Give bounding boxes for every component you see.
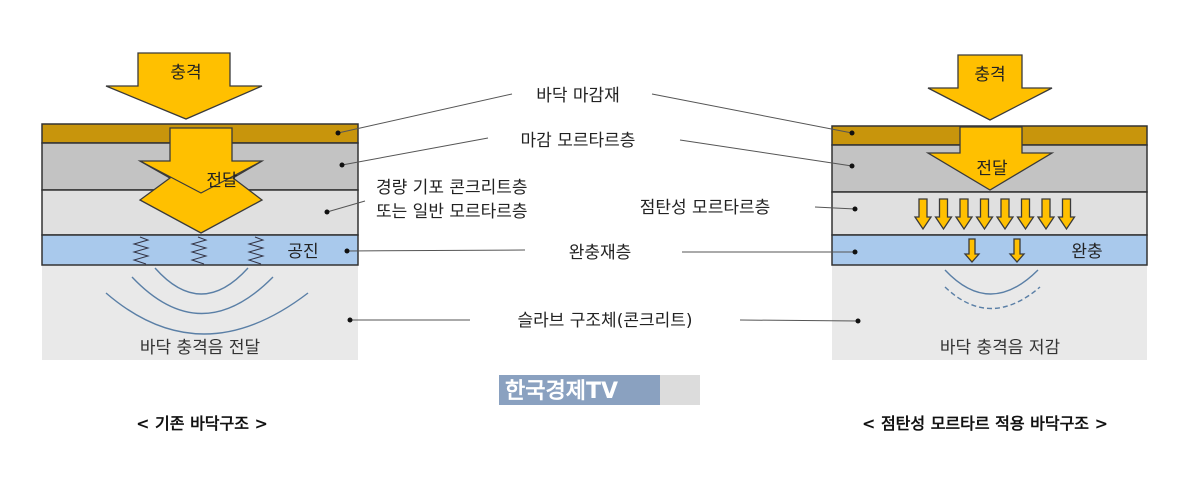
dispersion-arrow-icon	[913, 198, 933, 231]
leader-dot	[852, 206, 858, 212]
buffer-arrow-icon	[963, 238, 981, 263]
resonance-label: 공진	[287, 242, 318, 262]
right-structure: 완충 충격 전달 바닥 충격음 저감	[831, 54, 1148, 360]
label-finish-mortar: 마감 모르타르층	[521, 131, 636, 151]
label-light-concrete-1: 경량 기포 콘크리트층	[376, 178, 528, 198]
right-impact-label: 충격	[974, 65, 1005, 85]
dispersion-arrow-icon	[1057, 198, 1076, 231]
transfer-arrow	[137, 127, 265, 234]
left-transfer-label: 전달	[206, 171, 238, 191]
dispersion-arrow-icon	[934, 198, 953, 231]
label-buffer-layer: 완충재층	[569, 243, 632, 263]
label-floor-finish: 바닥 마감재	[536, 86, 620, 106]
svg-text:한국경제TV: 한국경제TV	[505, 379, 618, 404]
left-caption: 바닥 충격음 전달	[140, 338, 261, 358]
leader-dot	[339, 162, 345, 168]
spring-icons	[132, 236, 265, 265]
leader-dot	[849, 130, 855, 136]
transfer-arrow	[925, 126, 1055, 191]
impact-arrow	[927, 54, 1053, 121]
left-impact-label: 충격	[170, 63, 201, 83]
leader-dot	[335, 130, 341, 136]
dispersion-arrow-icon	[995, 198, 1015, 231]
buffer-label: 완충	[1071, 242, 1102, 262]
dispersion-arrow-icon	[954, 198, 974, 231]
right-caption: 바닥 충격음 저감	[940, 338, 1061, 358]
leader-dot	[324, 209, 330, 215]
left-slab	[42, 265, 358, 360]
dispersion-arrow-icon	[1016, 198, 1035, 231]
label-slab: 슬라브 구조체(콘크리트)	[517, 311, 692, 331]
dispersion-arrow-icon	[1036, 198, 1056, 231]
leader-dot	[849, 163, 855, 169]
right-slab	[832, 265, 1147, 360]
label-viscoelastic-mortar: 점탄성 모르타르층	[640, 198, 771, 218]
leader-dot	[855, 318, 861, 324]
buffer-arrow-icon	[1008, 238, 1026, 263]
leader-dot	[852, 249, 858, 255]
impact-arrow	[105, 52, 263, 120]
label-light-concrete-2: 또는 일반 모르타르층	[376, 202, 528, 222]
left-title: < 기존 바닥구조 >	[136, 414, 268, 433]
right-buffer-layer	[831, 234, 1148, 266]
right-title: < 점탄성 모르타르 적용 바닥구조 >	[862, 414, 1108, 433]
right-viscoelastic-mortar	[831, 191, 1148, 236]
right-transfer-label: 전달	[976, 159, 1008, 179]
leader-lines	[324, 93, 861, 324]
leader-dot	[347, 317, 353, 323]
reduced-wave-icons	[944, 269, 1041, 310]
watermark-logo: 한국경제TV	[499, 375, 700, 405]
dispersion-arrow-icon	[975, 198, 994, 231]
sound-wave-icons	[105, 267, 309, 335]
leader-dot	[344, 248, 350, 254]
transfer-arrow-inner-head	[139, 160, 263, 194]
left-structure: 공진 충격 전달 바닥 충격음 전달	[41, 52, 359, 360]
dispersed-arrows	[913, 198, 1076, 231]
